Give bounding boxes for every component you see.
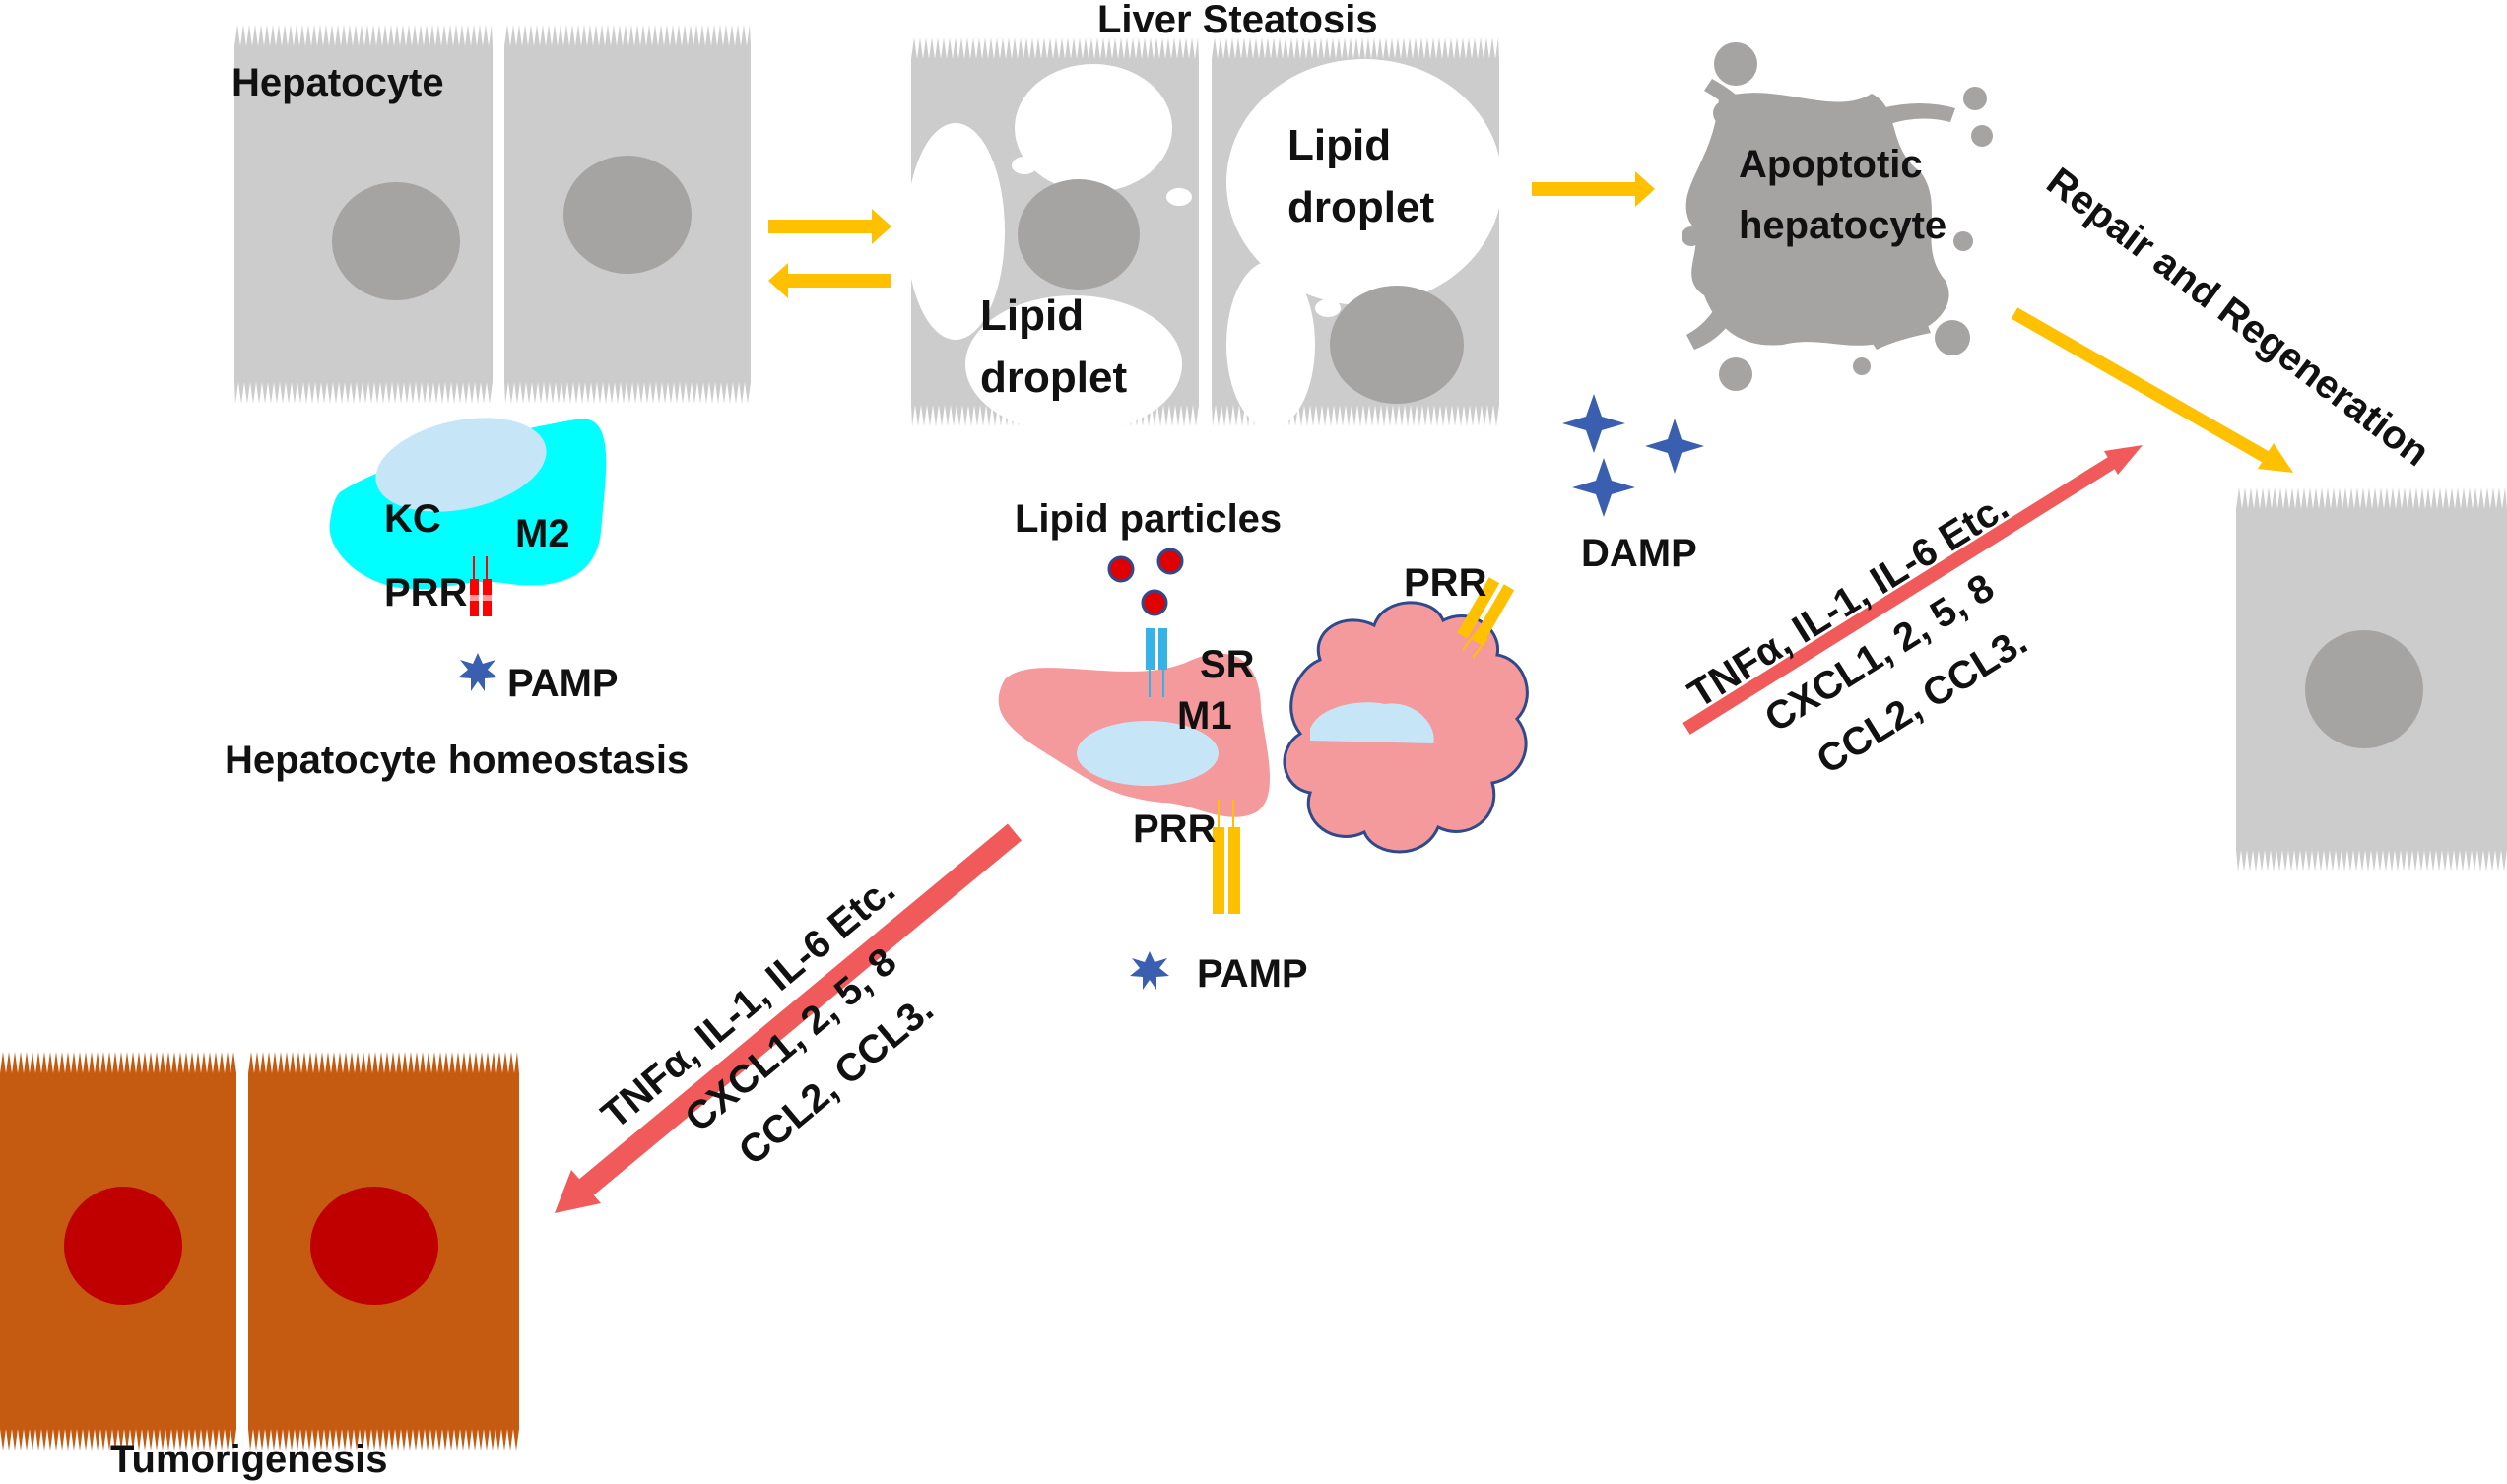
kupffer-cell-m2 xyxy=(329,418,607,616)
repair-arrow xyxy=(2011,307,2293,473)
label-prr-kc: PRR xyxy=(384,571,468,614)
lipid-droplet-bottom-left xyxy=(965,295,1182,433)
tumor-cell-1-nucleus xyxy=(64,1187,182,1305)
label-prr-m1: PRR xyxy=(1133,807,1217,851)
m1-prr-receptor xyxy=(1213,800,1240,914)
cloud-macrophage xyxy=(1283,577,1529,854)
cloud-prr-receptor xyxy=(1457,577,1515,659)
label-m1: M1 xyxy=(1177,694,1232,738)
lipid-droplet-tiny-3 xyxy=(1319,277,1345,294)
arrow-to-apoptosis xyxy=(1532,171,1655,207)
apoptotic-hepatocyte xyxy=(1682,42,1993,391)
damp-star-2 xyxy=(1645,419,1704,474)
cytokine-arrow-lower xyxy=(555,823,1023,1213)
hepatocyte-cell-2 xyxy=(504,25,751,404)
tumor-cell-2 xyxy=(248,1052,519,1451)
steatosis-nucleus-right xyxy=(1330,286,1464,404)
pamp-star-upper xyxy=(458,653,497,691)
label-lipid-droplet-left-2: droplet xyxy=(980,354,1127,402)
label-prr-cloud: PRR xyxy=(1404,561,1487,605)
arrow-right-forward xyxy=(768,209,891,244)
tumor-cell-1 xyxy=(0,1052,236,1451)
lipid-droplet-tiny-4 xyxy=(1315,299,1341,317)
label-pamp-lower: PAMP xyxy=(1197,952,1308,996)
label-apoptotic: Apoptotic xyxy=(1739,143,1923,186)
label-hepatocyte: Hepatocyte xyxy=(231,61,444,104)
label-apoptotic-hepatocyte: hepatocyte xyxy=(1739,204,1946,247)
lipid-droplet-tiny-2 xyxy=(1166,188,1192,206)
damp-star-3 xyxy=(1572,458,1635,517)
steatosis-lipid-droplets xyxy=(906,59,1502,433)
lipid-droplet-left xyxy=(906,123,1005,340)
label-liver-steatosis: Liver Steatosis xyxy=(1097,0,1378,41)
label-lipid-droplet-right-2: droplet xyxy=(1287,183,1434,231)
label-tumorigenesis: Tumorigenesis xyxy=(110,1438,388,1481)
lipid-particles xyxy=(1107,548,1184,616)
damp-stars xyxy=(1562,394,1704,517)
label-pamp-upper: PAMP xyxy=(507,662,619,705)
kc-receptor xyxy=(468,556,494,616)
regenerated-cell-nucleus xyxy=(2305,630,2423,748)
steatosis-nucleus-left xyxy=(1018,179,1140,290)
cells-layer xyxy=(0,25,2507,1451)
label-m2: M2 xyxy=(515,512,570,555)
lipid-droplet-tiny-1 xyxy=(1012,157,1037,174)
label-repair-regeneration: Repair and Regeneration xyxy=(2039,160,2438,475)
pamp-star-lower xyxy=(1130,951,1169,990)
cytokine-arrow-upper xyxy=(1682,445,2143,735)
equilibrium-arrows xyxy=(768,171,1655,298)
label-lipid-droplet-left-1: Lipid xyxy=(980,291,1084,340)
m1-macrophage xyxy=(998,628,1271,914)
arrow-left-back xyxy=(768,263,891,298)
lipid-droplet-right-big xyxy=(1226,59,1502,305)
lipid-droplet-top xyxy=(1015,64,1172,192)
regenerated-cell xyxy=(2236,487,2507,871)
hepatocyte-cell-2-nucleus xyxy=(563,156,692,274)
lipid-droplet-right-small xyxy=(1226,261,1315,428)
label-sr: SR xyxy=(1200,643,1255,686)
hepatocyte-cell-1 xyxy=(234,25,493,404)
label-lipid-particles: Lipid particles xyxy=(1015,497,1282,541)
label-kc: KC xyxy=(384,497,441,541)
label-hepatocyte-homeostasis: Hepatocyte homeostasis xyxy=(225,739,689,782)
sr-receptor xyxy=(1146,628,1167,697)
tumor-cell-2-nucleus xyxy=(310,1187,438,1305)
damp-star-1 xyxy=(1562,394,1625,453)
cytokines-upper: TNFα, IL-1, IL-6 Etc. CXCL1, 2, 5, 8 CCL… xyxy=(1681,484,2034,782)
hepatocyte-cell-1-nucleus xyxy=(332,182,460,300)
label-lipid-droplet-right-1: Lipid xyxy=(1287,121,1391,169)
label-damp: DAMP xyxy=(1581,532,1697,575)
